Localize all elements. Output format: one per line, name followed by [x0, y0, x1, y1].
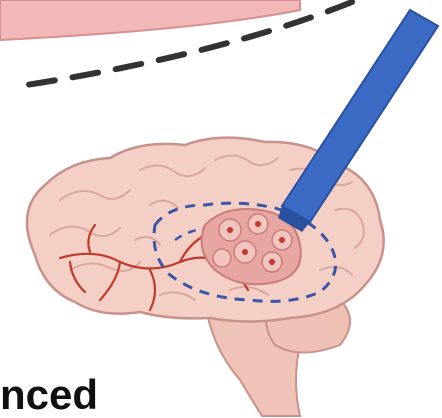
caption-text-fragment: nced — [0, 372, 98, 418]
